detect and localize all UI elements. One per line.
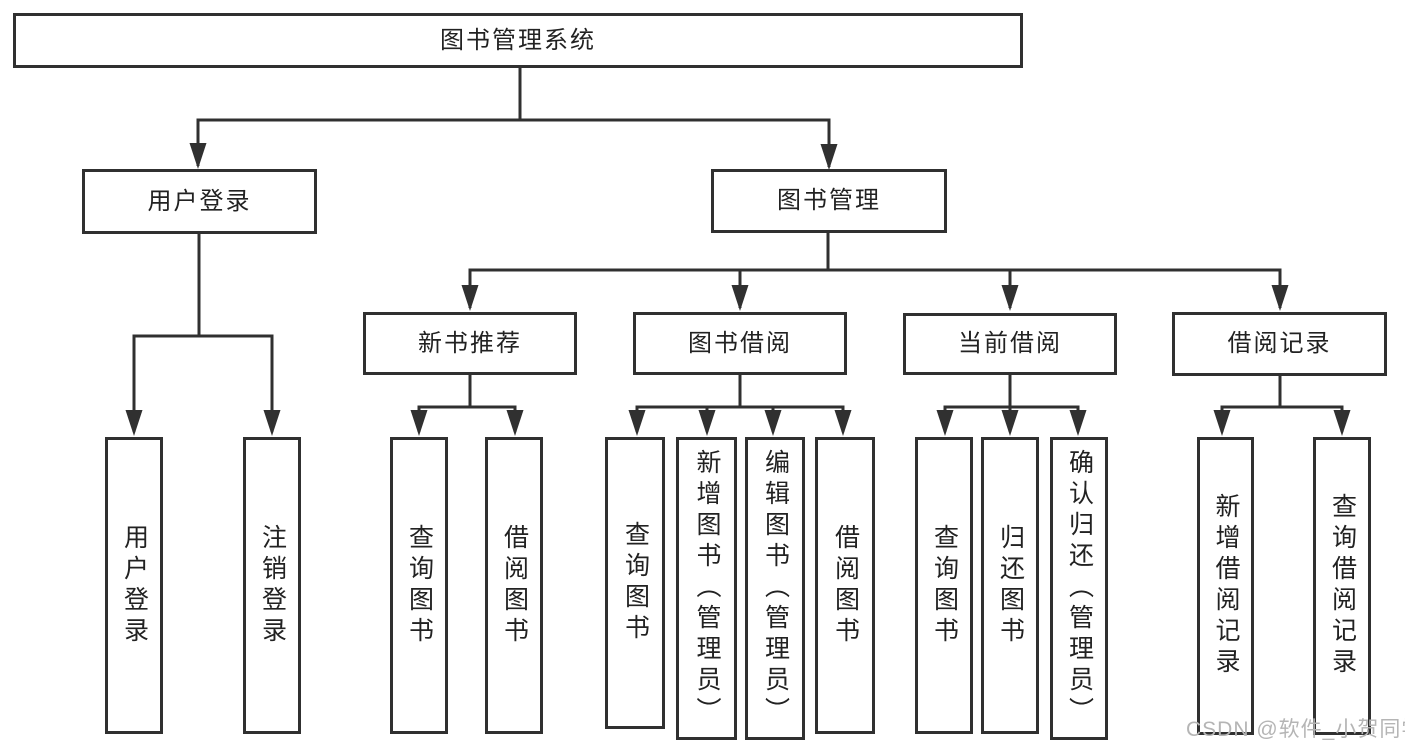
edge-lines [132,68,1344,432]
leaf-rec-borrow-books: 借阅图书 [485,437,543,734]
node-book-management: 图书管理 [711,169,947,233]
leaf-bb-add-books-admin: 新增图书（管理员） [676,437,737,740]
node-book-borrowing: 图书借阅 [633,312,847,375]
leaf-rec-query-books: 查询图书 [390,437,448,734]
csdn-watermark: CSDN @软件_小贺同学 [1186,718,1405,741]
leaf-cb-confirm-return-admin: 确认归还（管理员） [1050,437,1108,740]
node-library-system: 图书管理系统 [13,13,1023,68]
leaf-logout-login: 注销登录 [243,437,301,734]
arrowheads [125,143,1351,436]
leaf-user-login: 用户登录 [105,437,163,734]
node-borrowing-records: 借阅记录 [1172,312,1387,376]
leaf-bb-borrow-books: 借阅图书 [815,437,875,734]
node-current-borrowing: 当前借阅 [903,313,1117,375]
leaf-br-add-borrow-record: 新增借阅记录 [1197,437,1254,735]
leaf-cb-query-books: 查询图书 [915,437,973,734]
leaf-bb-edit-books-admin: 编辑图书（管理员） [745,437,805,740]
leaf-br-query-borrow-record: 查询借阅记录 [1313,437,1371,735]
node-new-book-recommend: 新书推荐 [363,312,577,375]
node-user-login: 用户登录 [82,169,317,234]
leaf-cb-return-books: 归还图书 [981,437,1039,734]
leaf-bb-query-books: 查询图书 [605,437,665,729]
